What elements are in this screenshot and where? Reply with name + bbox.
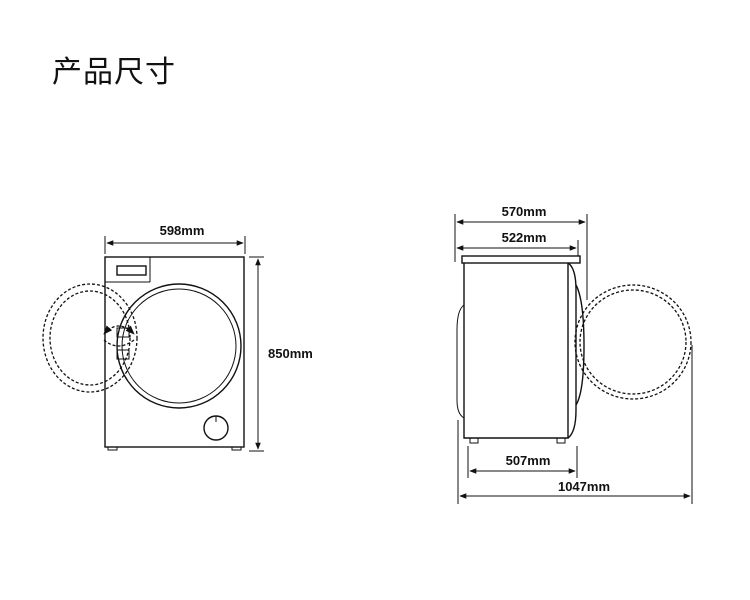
- side-view: 570mm 522mm 507mm 1047mm: [454, 204, 693, 504]
- page-title: 产品尺寸: [52, 55, 176, 90]
- front-foot-right: [231, 446, 242, 451]
- dim-1047-label: 1047mm: [558, 479, 610, 494]
- side-body: [463, 263, 569, 439]
- side-top-plate: [461, 255, 581, 264]
- side-door-closed: [575, 284, 585, 406]
- front-height-label: 850mm: [268, 346, 313, 361]
- dim-507-label: 507mm: [506, 453, 551, 468]
- side-rear-bulge: [456, 304, 465, 419]
- side-open-door-outer: [574, 284, 692, 400]
- front-foot-left: [107, 446, 118, 451]
- open-door-outline: [42, 283, 138, 393]
- front-width-label: 598mm: [160, 223, 205, 238]
- side-front-panel: [567, 262, 577, 439]
- door-swing-arc-lower: [103, 339, 135, 347]
- side-foot-front: [556, 437, 566, 444]
- dim-522-label: 522mm: [502, 230, 547, 245]
- side-open-door-inner: [579, 289, 687, 395]
- door-hinge-lower: [116, 349, 130, 360]
- porthole-inner: [121, 288, 237, 404]
- front-view: 598mm 850mm: [42, 223, 313, 452]
- open-door-inner: [49, 290, 131, 386]
- side-foot-rear: [469, 437, 479, 444]
- porthole-outer: [116, 283, 242, 409]
- detergent-drawer: [116, 265, 147, 276]
- door-swing-arc: [103, 325, 135, 335]
- front-cabinet: [104, 256, 245, 448]
- dim-570-label: 570mm: [502, 204, 547, 219]
